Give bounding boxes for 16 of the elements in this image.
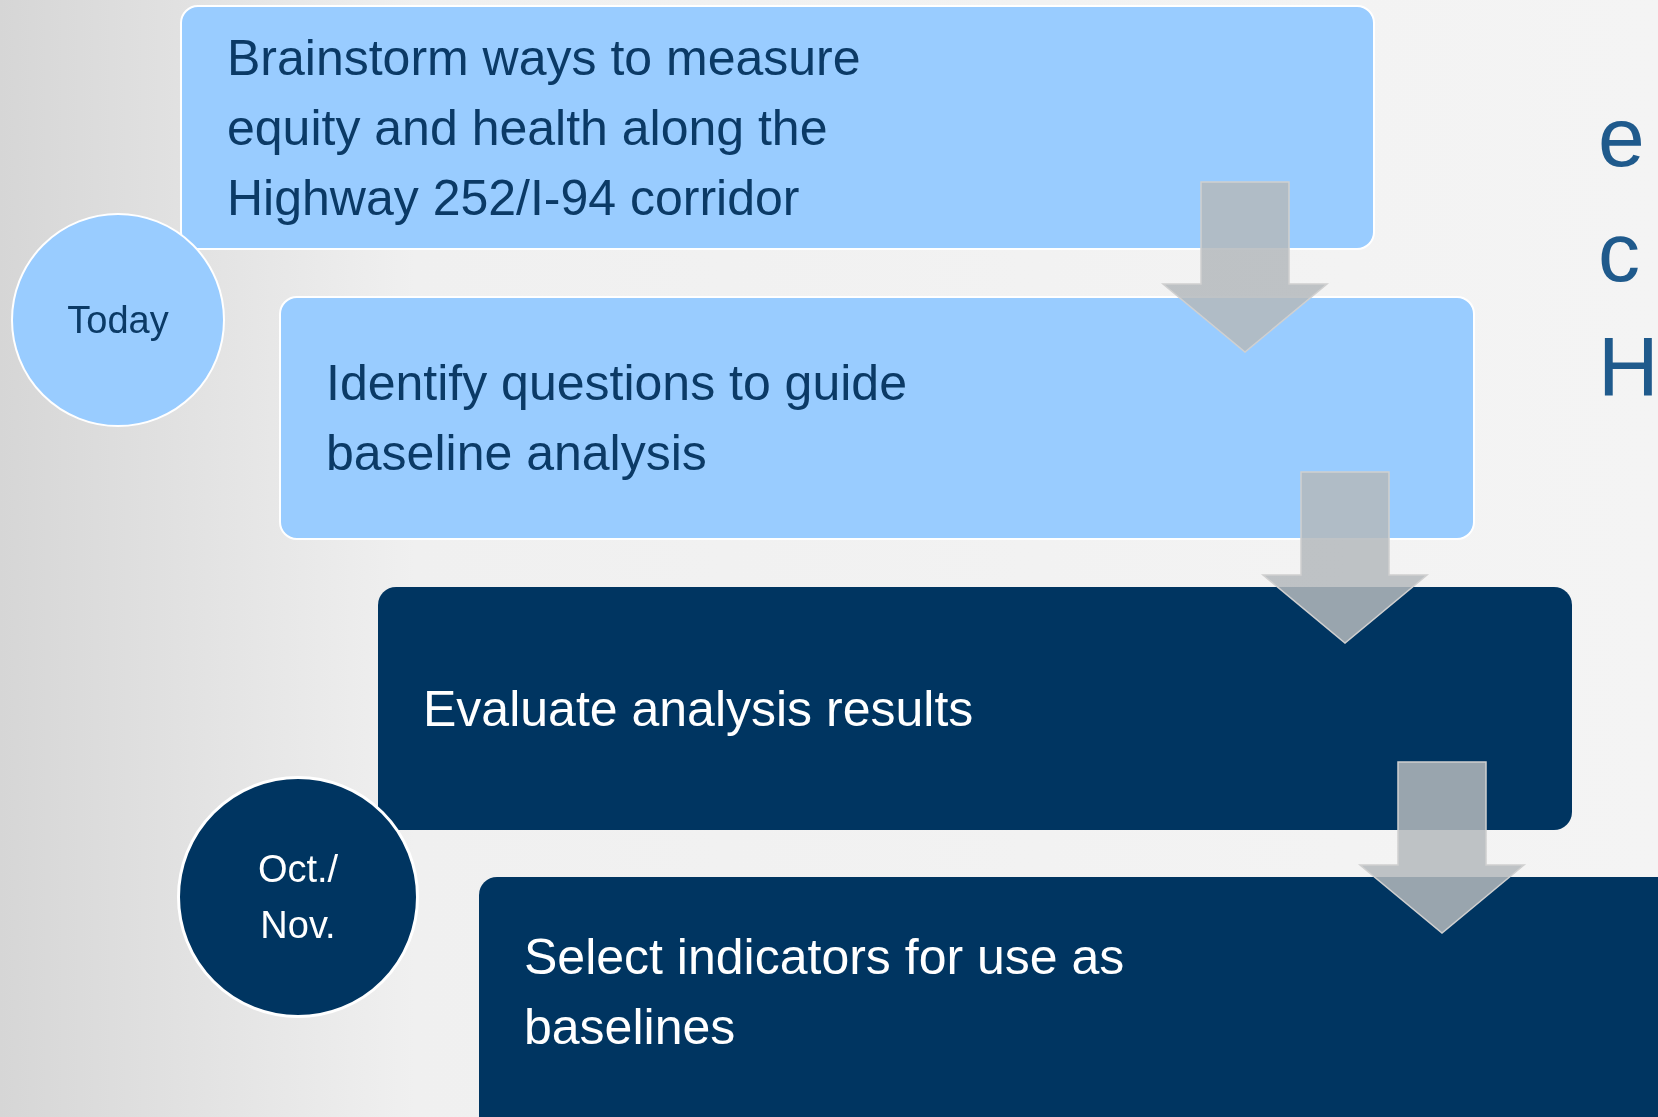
heading-fragment: c <box>1598 210 1640 294</box>
step-box <box>378 587 1572 830</box>
heading-fragment: e <box>1598 95 1645 179</box>
block-arrow <box>1260 471 1430 644</box>
block-arrow <box>1160 181 1330 353</box>
step-text: Select indicators for use as baselines <box>524 928 1126 1057</box>
milestone-label: Today <box>67 298 169 343</box>
heading-fragment: H <box>1598 325 1658 409</box>
step-box <box>479 877 1658 1117</box>
step-text: Evaluate analysis results <box>423 679 974 739</box>
block-arrow <box>1357 761 1527 934</box>
step-text: Brainstorm ways to measure equity and health along the Highway 252/I-94 corridor <box>227 28 862 228</box>
milestone-label: Oct./ Nov. <box>256 847 340 948</box>
step-text: Identify questions to guide baseline analysis <box>326 354 908 483</box>
step-box <box>279 296 1475 540</box>
step-box <box>180 5 1375 250</box>
